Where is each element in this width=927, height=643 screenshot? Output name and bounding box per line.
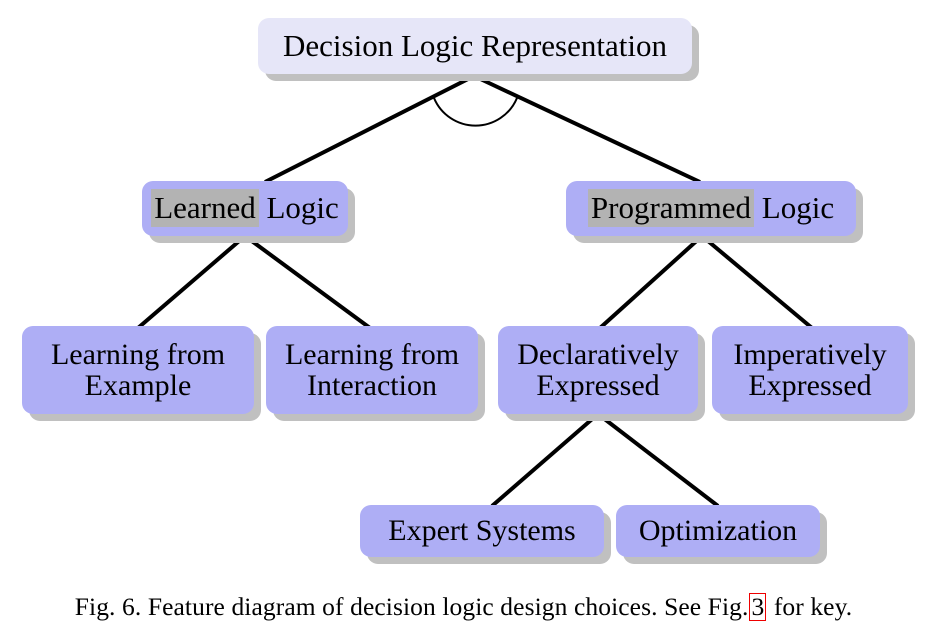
node-label-highlight: Programmed	[587, 189, 755, 228]
node-label-rest: Logic	[754, 190, 835, 226]
node-programmed-logic[interactable]: Programmed Logic	[566, 181, 856, 236]
edge-root-to-programmed-logic	[473, 74, 701, 184]
edge-declaratively-to-expert-systems	[490, 412, 600, 508]
node-expert-systems[interactable]: Expert Systems	[360, 505, 604, 557]
node-declaratively-expressed[interactable]: Declaratively Expressed	[498, 326, 698, 414]
node-label: Learning from Interaction	[284, 337, 460, 402]
node-learned-logic[interactable]: Learned Logic	[142, 181, 348, 236]
node-label: Optimization	[638, 514, 798, 548]
node-label: Expert Systems	[388, 514, 576, 548]
node-label: Decision Logic Representation	[283, 27, 667, 63]
caption-figure-number: Fig. 6.	[74, 592, 142, 621]
caption-text: Feature diagram of decision logic design…	[147, 592, 749, 621]
node-learning-from-interaction[interactable]: Learning from Interaction	[266, 326, 478, 414]
node-label: Learning from Example	[50, 337, 226, 402]
node-optimization[interactable]: Optimization	[616, 505, 820, 557]
edge-programmed-to-declaratively-expressed	[598, 234, 704, 330]
tree-connectors	[136, 74, 814, 508]
xor-group-arc-icon	[433, 97, 518, 127]
figure-caption: Fig. 6. Feature diagram of decision logi…	[0, 592, 927, 622]
node-decision-logic-representation[interactable]: Decision Logic Representation	[258, 18, 692, 74]
figure-reference-link[interactable]: 3	[749, 592, 767, 621]
node-learning-from-example[interactable]: Learning from Example	[22, 326, 254, 414]
node-label: Learned Logic	[149, 189, 341, 228]
node-label: Imperatively Expressed	[733, 337, 887, 402]
caption-text-suffix: for key.	[773, 592, 853, 621]
node-imperatively-expressed[interactable]: Imperatively Expressed	[712, 326, 908, 414]
edge-programmed-to-imperatively-expressed	[700, 234, 814, 330]
edge-declaratively-to-optimization	[596, 412, 720, 508]
edge-learned-to-learning-from-interaction	[243, 234, 372, 330]
node-label-highlight: Learned	[151, 189, 259, 228]
edge-root-to-learned-logic	[264, 74, 475, 184]
node-label: Declaratively Expressed	[517, 337, 679, 402]
node-label: Programmed Logic	[586, 189, 836, 228]
node-label-rest: Logic	[258, 190, 339, 226]
edge-learned-to-learning-from-example	[136, 234, 247, 330]
